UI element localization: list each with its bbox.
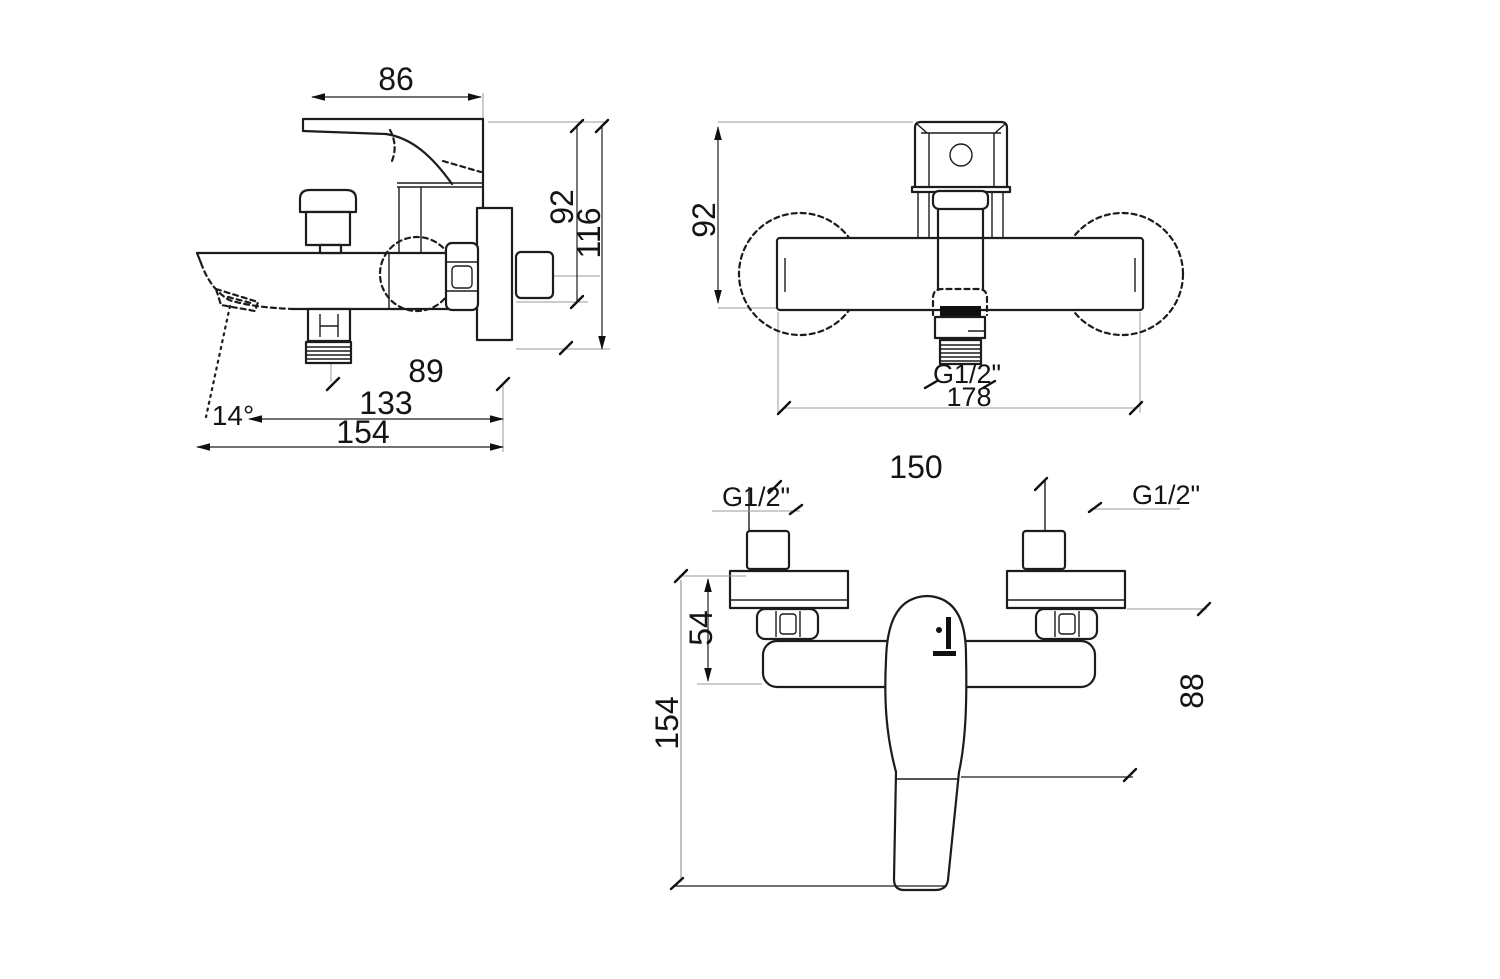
tick — [923, 379, 939, 390]
wall-union — [514, 250, 555, 300]
handle-bevel-left — [916, 123, 928, 134]
dim-label-54: 54 — [683, 610, 719, 646]
tick — [981, 379, 997, 390]
diverter-stem — [318, 243, 343, 255]
outlet-thread — [938, 338, 983, 366]
spout-tip-dashed — [214, 287, 260, 313]
tick — [1196, 601, 1212, 617]
tick — [569, 118, 585, 134]
dim-label-154: 154 — [336, 414, 389, 450]
tick — [1122, 767, 1138, 783]
tick — [1128, 400, 1144, 416]
spout-left-edge — [195, 251, 203, 265]
logo-dot — [936, 627, 942, 633]
dim-label-178: 178 — [946, 382, 991, 412]
shower-view: 150 G1/2" G1/2" — [649, 449, 1212, 892]
diverter-flange — [931, 189, 990, 211]
tick — [594, 118, 610, 134]
dim-label-154: 154 — [649, 696, 685, 749]
dim-label-92: 92 — [686, 202, 722, 238]
eccentric-connector-right — [1021, 529, 1067, 571]
hose-nut-inner — [451, 265, 473, 289]
dim-label-88: 88 — [1174, 673, 1210, 709]
nut-inner — [779, 613, 797, 635]
tick — [669, 876, 685, 891]
dim-label-86: 86 — [378, 61, 414, 97]
lever-seam-dashed — [388, 128, 396, 165]
union-nut-left — [755, 607, 820, 641]
dim-label-116: 116 — [571, 207, 607, 258]
logo-stroke — [946, 617, 951, 649]
outlet-connector — [933, 315, 987, 340]
handle-front — [913, 120, 1009, 191]
tick — [767, 479, 783, 495]
dim-label-92: 92 — [544, 189, 580, 225]
wall-plate — [475, 206, 514, 342]
tick — [788, 503, 804, 516]
eccentric-connector-left — [745, 529, 791, 571]
ball-joint-dashed — [378, 235, 456, 313]
lever-underside — [301, 129, 454, 186]
rosette-left — [728, 569, 850, 610]
water-stream-dotted — [204, 304, 232, 419]
tick — [558, 340, 574, 356]
rosette-right — [1005, 569, 1127, 610]
nut-inner — [1058, 613, 1076, 635]
spout-lip-dashed — [226, 295, 253, 305]
tick — [495, 376, 511, 392]
diverter-housing-dashed — [931, 287, 989, 317]
shower-outlet — [306, 307, 352, 343]
thread-label-left: G1/2" — [722, 482, 790, 512]
outlet-thread — [304, 340, 353, 365]
lever-top — [301, 117, 485, 133]
union-nut-right — [1034, 607, 1099, 641]
handle-bevel-right — [994, 123, 1006, 134]
dim-label-150: 150 — [889, 449, 942, 485]
tick — [776, 400, 792, 416]
front-view: 92 G1/2" 178 — [686, 120, 1185, 416]
diverter-cap — [298, 188, 358, 214]
spout-underside-dashed — [199, 261, 295, 311]
dim-label-89: 89 — [408, 353, 444, 389]
side-view: 86 92 116 89 133 154 14° — [195, 61, 610, 452]
tick — [1087, 501, 1103, 514]
brand-logo-mark — [933, 617, 956, 656]
mixer-body-bar — [775, 236, 1145, 312]
tick — [325, 376, 341, 392]
tick — [673, 568, 689, 584]
dim-label-133: 133 — [359, 385, 412, 421]
logo-underline — [933, 651, 956, 656]
lever-handle — [884, 594, 968, 892]
diverter-body — [304, 210, 352, 247]
tick — [569, 294, 585, 310]
handle-screw-hole — [949, 143, 973, 167]
cap-seam-dashed — [441, 159, 483, 174]
tick — [1033, 476, 1049, 492]
diverter-seal-band — [940, 306, 981, 316]
hose-nut — [444, 241, 480, 312]
thread-label: G1/2" — [933, 359, 1001, 389]
thread-label-right: G1/2" — [1132, 480, 1200, 510]
dim-label-14deg: 14° — [212, 400, 254, 431]
